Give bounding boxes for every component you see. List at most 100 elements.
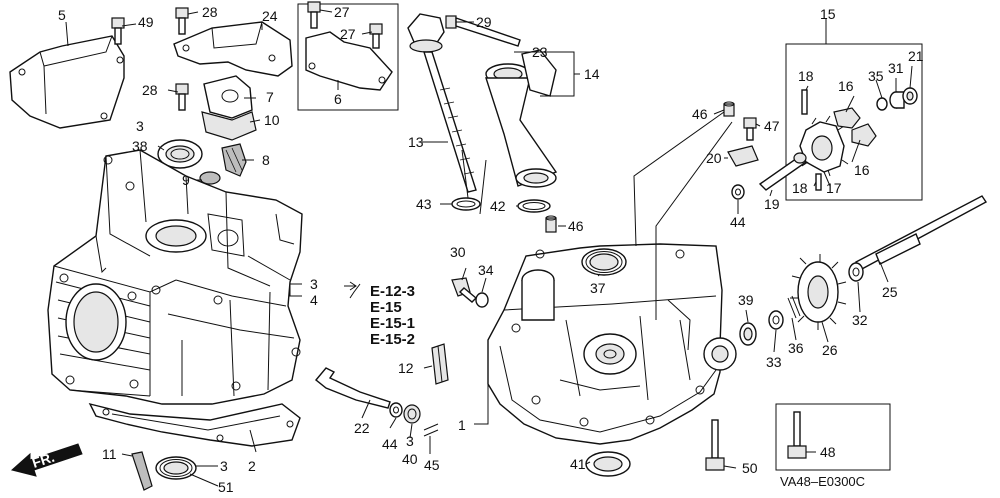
label-11: 11 <box>102 446 117 462</box>
label-14: 14 <box>584 66 600 82</box>
bolt-48-part <box>787 411 807 459</box>
ref-e-15[interactable]: E-15 <box>370 299 402 316</box>
label-18-top: 18 <box>798 68 814 84</box>
label-23: 23 <box>532 44 548 60</box>
label-28-lower: 28 <box>142 82 158 98</box>
label-42: 42 <box>490 198 506 214</box>
label-44-lower: 44 <box>382 436 398 452</box>
label-43: 43 <box>416 196 432 212</box>
label-46-upper: 46 <box>692 106 708 122</box>
bolt-49-part <box>111 17 125 45</box>
pin-21-part <box>902 87 918 105</box>
label-44-upper: 44 <box>730 214 746 230</box>
label-27-top: 27 <box>334 4 350 20</box>
dowel-pin-11-part <box>131 451 153 491</box>
label-20: 20 <box>706 150 722 166</box>
gasket-2-part <box>88 402 301 447</box>
shroud-bracket-part <box>9 35 125 129</box>
label-24: 24 <box>262 8 278 24</box>
label-27-mid: 27 <box>340 26 356 42</box>
kit-box-6 <box>297 3 399 111</box>
label-4: 4 <box>310 292 318 308</box>
plate-20-part <box>727 145 759 167</box>
governor-holder-17-part <box>799 115 849 177</box>
breather-plate-10-part <box>201 111 257 141</box>
oil-seal-39-part <box>739 322 757 346</box>
washer-32-part <box>848 262 864 282</box>
label-49: 49 <box>138 14 154 30</box>
kit-box-15 <box>785 43 923 201</box>
reference-list: E-12-3 E-15 E-15-1 E-15-2 <box>344 281 415 348</box>
label-3-top: 3 <box>136 118 144 134</box>
oil-filler-cap-part <box>407 13 445 53</box>
crankcase-cover-1-part <box>487 243 737 445</box>
bolt-47-part <box>743 117 757 141</box>
front-direction-arrow <box>10 443 83 477</box>
cap-9-part <box>199 171 221 185</box>
o-ring-43-part <box>451 197 481 211</box>
bolt-28-lower-part <box>175 83 189 111</box>
label-2: 2 <box>248 458 256 474</box>
label-5: 5 <box>58 7 66 23</box>
cover-plate-6-part <box>305 31 393 91</box>
slider-31-part <box>889 91 905 109</box>
reed-valve-8-part <box>221 143 247 177</box>
ref-e-15-1[interactable]: E-15-1 <box>370 315 415 332</box>
kit-box-48 <box>775 403 891 471</box>
part-labels: 5 49 28 24 27 27 6 28 7 10 3 38 8 9 3 4 … <box>58 4 924 495</box>
filler-tube-14-part <box>485 49 558 188</box>
washer-34-part <box>475 292 489 308</box>
dipstick-13-part <box>423 51 477 193</box>
label-3-bottom: 3 <box>220 458 228 474</box>
label-31: 31 <box>888 60 904 76</box>
drain-bolt-30-part <box>451 277 478 303</box>
label-3-mid: 3 <box>310 276 318 292</box>
label-34: 34 <box>478 262 494 278</box>
ref-e-12-3[interactable]: E-12-3 <box>370 283 415 300</box>
governor-weight-16-upper-part <box>833 107 861 129</box>
washer-44-lower-part <box>389 402 403 418</box>
dowel-46-lower-part <box>545 215 557 233</box>
ref-e-15-2[interactable]: E-15-2 <box>370 331 415 348</box>
label-6: 6 <box>334 91 342 107</box>
governor-weight-16-lower-part <box>851 123 877 147</box>
label-17: 17 <box>826 180 842 196</box>
governor-arm-22-part <box>315 367 391 409</box>
label-25: 25 <box>882 284 898 300</box>
label-30: 30 <box>450 244 466 260</box>
clip-45-part <box>423 423 439 437</box>
leader-lines <box>65 9 913 487</box>
label-16-bottom: 16 <box>854 162 870 178</box>
label-41: 41 <box>570 456 586 472</box>
camshaft-25-part <box>855 195 988 271</box>
bolt-28-upper-part <box>175 7 189 35</box>
label-18-bottom: 18 <box>792 180 808 196</box>
front-label: FR. <box>30 449 56 471</box>
o-ring-42-part <box>517 199 551 213</box>
label-8: 8 <box>262 152 270 168</box>
label-46-lower: 46 <box>568 218 584 234</box>
label-21: 21 <box>908 48 924 64</box>
pin-36-part <box>787 295 801 319</box>
oil-seal-41-part <box>585 451 631 477</box>
cylinder-block-part <box>47 149 303 405</box>
label-13: 13 <box>408 134 424 150</box>
label-28-top: 28 <box>202 4 218 20</box>
washer-35-part <box>876 97 888 111</box>
bolt-50-part <box>705 419 725 471</box>
label-48: 48 <box>820 444 836 460</box>
dowel-46-upper-part <box>723 101 735 117</box>
label-32: 32 <box>852 312 868 328</box>
label-15: 15 <box>820 6 836 22</box>
label-7: 7 <box>266 89 274 105</box>
label-39: 39 <box>738 292 754 308</box>
bolt-27-right-part <box>369 23 383 49</box>
label-38: 38 <box>132 138 148 154</box>
washer-33-part <box>768 310 784 330</box>
bolt-27-left-part <box>307 1 321 29</box>
diagram-code: VA48–E0300C <box>780 474 865 489</box>
label-45: 45 <box>424 457 440 473</box>
label-16-top: 16 <box>838 78 854 94</box>
label-37: 37 <box>590 280 606 296</box>
